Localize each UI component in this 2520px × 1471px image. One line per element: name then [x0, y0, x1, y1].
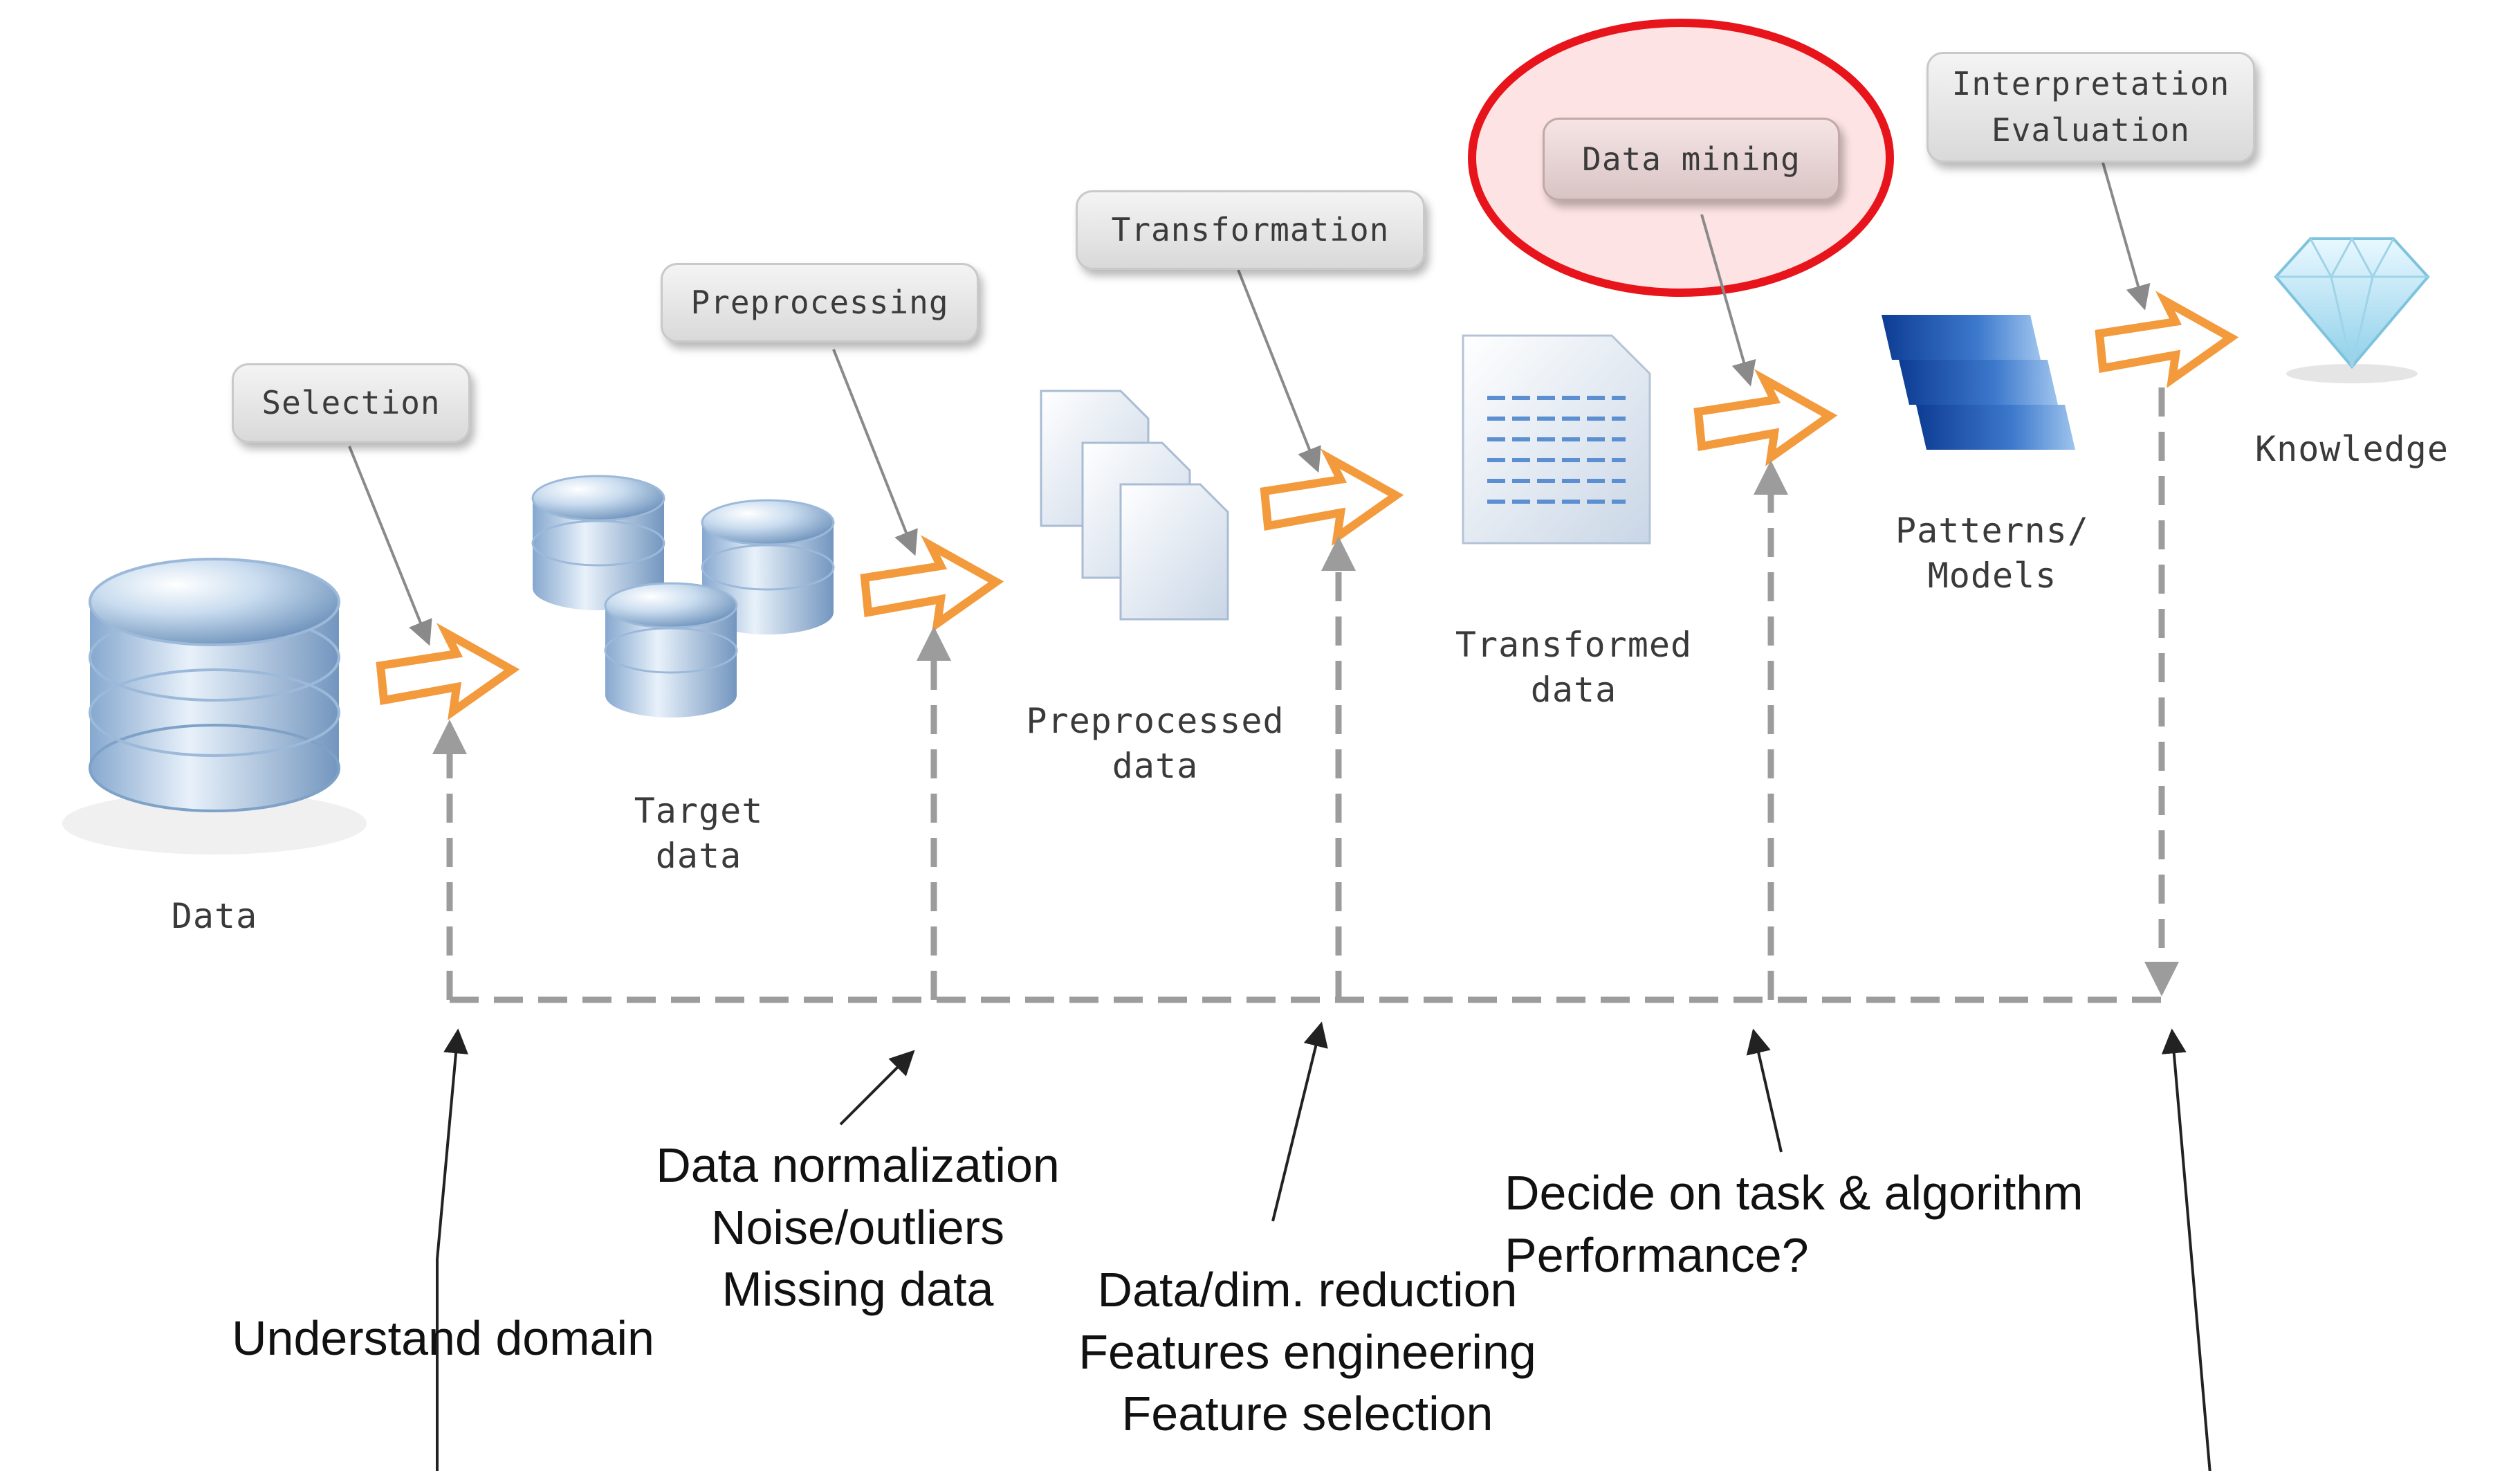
- note-preprocessing: Data normalization Noise/outliers Missin…: [656, 1138, 1060, 1317]
- stage-patterns-models: Patterns/ Models: [1895, 511, 2089, 596]
- stage-preprocessed-data: Preprocessed data: [1026, 701, 1285, 786]
- note-understand-domain: Understand domain: [232, 1311, 654, 1365]
- annotation-arrows: [436, 1021, 2211, 1471]
- step-connectors: [348, 162, 2151, 646]
- arrow-selection: [376, 623, 520, 720]
- note-transformation: Data/dim. reduction Features engineering…: [1078, 1263, 1536, 1441]
- step-interpretation-evaluation: Interpretation Evaluation: [1926, 52, 2255, 163]
- arrow-preprocessing: [860, 535, 1004, 632]
- stage-knowledge: Knowledge: [2255, 429, 2449, 469]
- stage-target-data: Target data: [634, 791, 764, 876]
- step-preprocessing: Preprocessing: [661, 263, 979, 342]
- preprocessed-data-icon: [1040, 390, 1229, 621]
- arrow-data-mining: [1693, 369, 1838, 466]
- database-icon: [62, 558, 367, 855]
- step-data-mining: Data mining: [1543, 118, 1840, 201]
- feedback-loop: [446, 387, 2165, 1003]
- note-data-mining: Decide on task & algorithm Performance?: [1505, 1166, 2084, 1282]
- stage-data: Data: [171, 896, 258, 936]
- step-transformation: Transformation: [1076, 190, 1425, 270]
- feedback-arrowheads: [432, 460, 2179, 996]
- process-arrows: [376, 291, 2239, 720]
- transformed-data-icon: [1462, 334, 1651, 545]
- target-data-icon: [531, 475, 835, 718]
- step-selection: Selection: [232, 363, 470, 443]
- gem-icon: [2274, 236, 2430, 383]
- arrow-transformation: [1260, 448, 1404, 546]
- patterns-models-icon: [1882, 315, 2075, 450]
- arrow-interpretation: [2095, 291, 2239, 388]
- stage-transformed-data: Transformed data: [1455, 625, 1693, 710]
